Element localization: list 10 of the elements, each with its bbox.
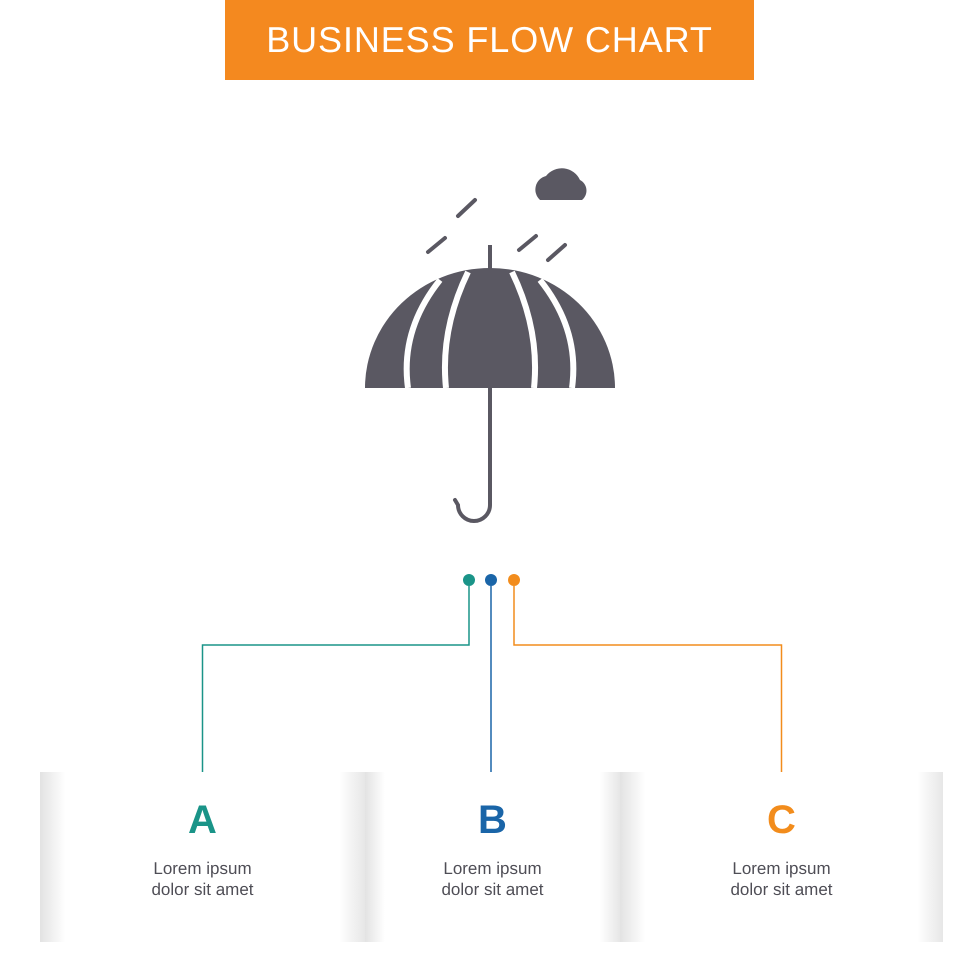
step-description: Lorem ipsum dolor sit amet <box>440 858 545 900</box>
connector-line <box>490 586 492 772</box>
step-description: Lorem ipsum dolor sit amet <box>150 858 255 900</box>
step-letter: C <box>767 800 796 840</box>
title-banner: BUSINESS FLOW CHART <box>225 0 754 80</box>
connector-line <box>202 586 470 772</box>
connector-line <box>513 586 782 772</box>
step-letter: B <box>478 800 507 840</box>
step-letter: A <box>188 800 217 840</box>
step-description: Lorem ipsum dolor sit amet <box>729 858 834 900</box>
